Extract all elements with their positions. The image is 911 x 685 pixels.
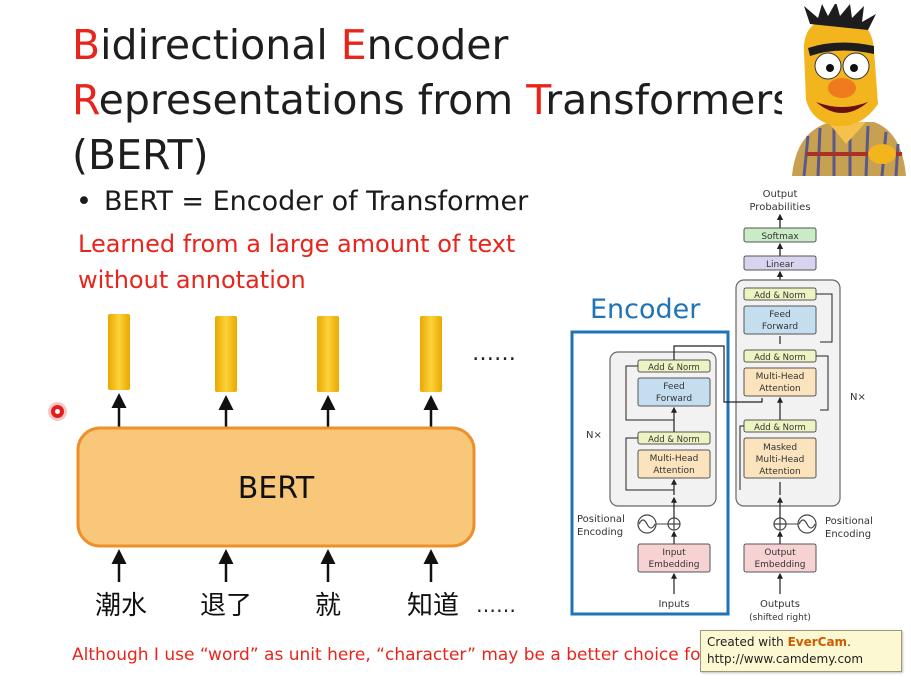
linear-block <box>743 255 817 271</box>
bullet-text: BERT = Encoder of Transformer <box>103 186 529 217</box>
footer-note: Although I use “word” as unit here, “cha… <box>72 645 787 665</box>
linear-label: Linear <box>766 260 794 270</box>
feed-forward-block <box>637 377 711 407</box>
multi-head-attention-block <box>743 367 817 397</box>
multi-head-label: Multi-Head <box>650 454 699 464</box>
output-probabilities-label: Probabilities <box>749 202 810 213</box>
title-cap-r: R <box>72 76 99 124</box>
title-line-1: Bidirectional Encoder <box>72 22 508 68</box>
masked-label: Masked <box>763 443 797 453</box>
outputs-label: (shifted right) <box>749 613 811 623</box>
evercam-brand: EverCam <box>787 635 848 649</box>
bullet-point: • BERT = Encoder of Transformer <box>76 186 528 217</box>
encoder-label: Encoder <box>590 294 701 325</box>
pointer-dot-icon <box>51 405 64 418</box>
feed-forward-block <box>743 305 817 335</box>
bert-model-box <box>76 426 476 548</box>
feed-forward-label: Feed <box>769 310 790 320</box>
outputs-ellipsis: …… <box>472 341 516 366</box>
multi-head-label: Attention <box>759 384 801 394</box>
add-norm-label: Add & Norm <box>754 353 806 363</box>
bert-box-label: BERT <box>238 471 315 506</box>
input-embedding-label: Input <box>662 548 686 558</box>
multi-head-attention-block <box>637 449 711 479</box>
masked-attention-block <box>743 437 817 479</box>
title-cap-e: E <box>340 21 367 69</box>
decoder-nx-label: N× <box>850 392 866 403</box>
title-cap-t: T <box>526 76 546 124</box>
title-text: ncoder <box>366 21 509 69</box>
positional-encoding-label: Positional <box>577 514 625 525</box>
encoder-nx-label: N× <box>586 430 602 441</box>
multi-head-label: Multi-Head <box>756 372 805 382</box>
output-vector-bar <box>108 314 130 390</box>
input-token: 知道 <box>407 591 459 621</box>
add-norm-label: Add & Norm <box>754 423 806 433</box>
output-vector-bar <box>420 316 442 392</box>
bullet-dot: • <box>76 186 92 217</box>
feed-forward-label: Forward <box>762 322 798 332</box>
feed-forward-label: Forward <box>656 394 692 404</box>
evercam-created-line: Created with EverCam. <box>707 634 895 651</box>
title-cap-b: B <box>72 21 101 69</box>
add-norm-label: Add & Norm <box>648 363 700 373</box>
transformer-architecture-figure: Encoder Output Probabilities Softmax Lin… <box>570 189 873 623</box>
input-token: 就 <box>315 591 341 621</box>
output-probabilities-label: Output <box>763 189 798 200</box>
title-text: epresentations from <box>98 76 527 124</box>
evercam-watermark: Created with EverCam. http://www.camdemy… <box>700 630 902 672</box>
title-text: ransformers <box>545 76 794 124</box>
output-vector-bar <box>215 316 237 392</box>
input-embedding-label: Embedding <box>648 560 699 570</box>
mascot-character-image <box>782 4 906 176</box>
evercam-prefix: Created with <box>707 635 788 649</box>
learned-note-line-2: without annotation <box>78 266 306 294</box>
encoder-highlight-frame <box>570 330 730 616</box>
inputs-ellipsis: …… <box>476 593 516 617</box>
output-embedding-label: Output <box>764 548 796 558</box>
add-norm-label: Add & Norm <box>648 435 700 445</box>
positional-encoding-label: Encoding <box>825 529 871 540</box>
evercam-url: http://www.camdemy.com <box>707 652 864 666</box>
title-line-2: Representations from Transformers <box>72 77 794 123</box>
masked-label: Multi-Head <box>756 455 805 465</box>
title-text: idirectional <box>100 21 341 69</box>
learned-note-line-1: Learned from a large amount of text <box>78 230 516 258</box>
input-token: 潮水 <box>95 591 147 621</box>
positional-encoding-label: Positional <box>825 516 873 527</box>
softmax-block <box>743 227 817 243</box>
add-norm-label: Add & Norm <box>754 291 806 301</box>
input-token: 退了 <box>200 591 252 621</box>
outputs-label: Outputs <box>760 599 800 610</box>
masked-label: Attention <box>759 467 801 477</box>
feed-forward-label: Feed <box>663 382 684 392</box>
inputs-label: Inputs <box>658 599 689 610</box>
output-embedding-label: Embedding <box>754 560 805 570</box>
evercam-suffix: . <box>847 635 851 649</box>
softmax-label: Softmax <box>761 232 799 242</box>
positional-encoding-label: Encoding <box>577 527 623 538</box>
title-line-3: (BERT) <box>72 131 209 179</box>
output-vector-bar <box>317 316 339 392</box>
multi-head-label: Attention <box>653 466 695 476</box>
